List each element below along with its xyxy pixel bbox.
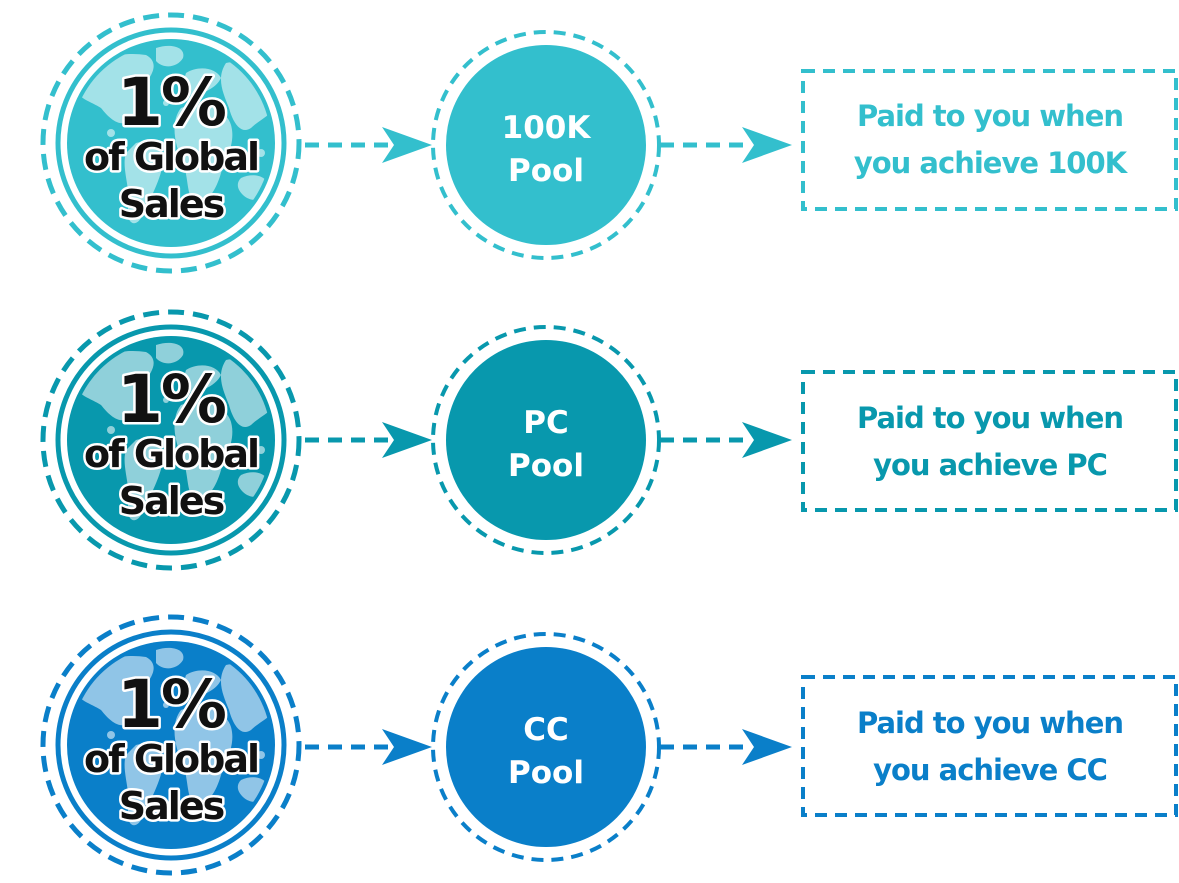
description-box: Paid to you when you achieve CC [801, 675, 1178, 817]
pool-circle [446, 647, 646, 847]
pool-line1: 100K [502, 110, 592, 146]
pool-line2: Pool [508, 448, 584, 484]
pool-badge: CC Pool [431, 632, 661, 862]
globe-line3: Sales [119, 182, 224, 226]
globe-line2: of Global [84, 737, 258, 781]
pool-dashed-ring [431, 632, 661, 862]
globe-percent: 1% [117, 361, 226, 438]
pool-dashed-ring [431, 30, 661, 260]
description-dashed-border [801, 675, 1178, 817]
description-box: Paid to you when you achieve 100K [801, 69, 1178, 211]
description-line2: you achieve PC [873, 448, 1107, 482]
globe-line3: Sales [119, 784, 224, 828]
pool-circle [446, 45, 646, 245]
pool-line1: PC [523, 405, 568, 441]
description-line2: you achieve CC [873, 753, 1107, 787]
badge-outer-dashed-ring [40, 309, 302, 571]
description-line1: Paid to you when [857, 401, 1123, 435]
pool-circle [446, 340, 646, 540]
globe-percent: 1% [117, 64, 226, 141]
badge-outer-dashed-ring [40, 12, 302, 274]
pool-badge: PC Pool [431, 325, 661, 555]
arrow-pool-to-description [660, 422, 792, 458]
pool-line1: CC [523, 712, 569, 748]
globe-line3: Sales [119, 479, 224, 523]
flow-row-pc: 1% of Global Sales PC Pool Paid to you w… [40, 309, 1178, 571]
pool-dashed-ring [431, 325, 661, 555]
flow-row-100k: 1% of Global Sales 100K Pool Paid to you… [40, 12, 1178, 274]
globe-line2: of Global [84, 432, 258, 476]
flow-row-cc: 1% of Global Sales CC Pool Paid to you w… [40, 614, 1178, 876]
description-dashed-border [801, 69, 1178, 211]
arrow-pool-to-description [660, 729, 792, 765]
globe-line2: of Global [84, 135, 258, 179]
description-line1: Paid to you when [857, 99, 1123, 133]
arrow-globe-to-pool [305, 422, 432, 458]
global-sales-badge: 1% of Global Sales [40, 614, 302, 876]
pool-badge: 100K Pool [431, 30, 661, 260]
description-box: Paid to you when you achieve PC [801, 370, 1178, 512]
description-dashed-border [801, 370, 1178, 512]
arrow-pool-to-description [660, 127, 792, 163]
global-sales-badge: 1% of Global Sales [40, 309, 302, 571]
arrow-globe-to-pool [305, 729, 432, 765]
description-line1: Paid to you when [857, 706, 1123, 740]
arrow-globe-to-pool [305, 127, 432, 163]
description-line2: you achieve 100K [854, 146, 1129, 180]
badge-outer-dashed-ring [40, 614, 302, 876]
pool-line2: Pool [508, 755, 584, 791]
pool-line2: Pool [508, 153, 584, 189]
globe-percent: 1% [117, 666, 226, 743]
global-sales-badge: 1% of Global Sales [40, 12, 302, 274]
